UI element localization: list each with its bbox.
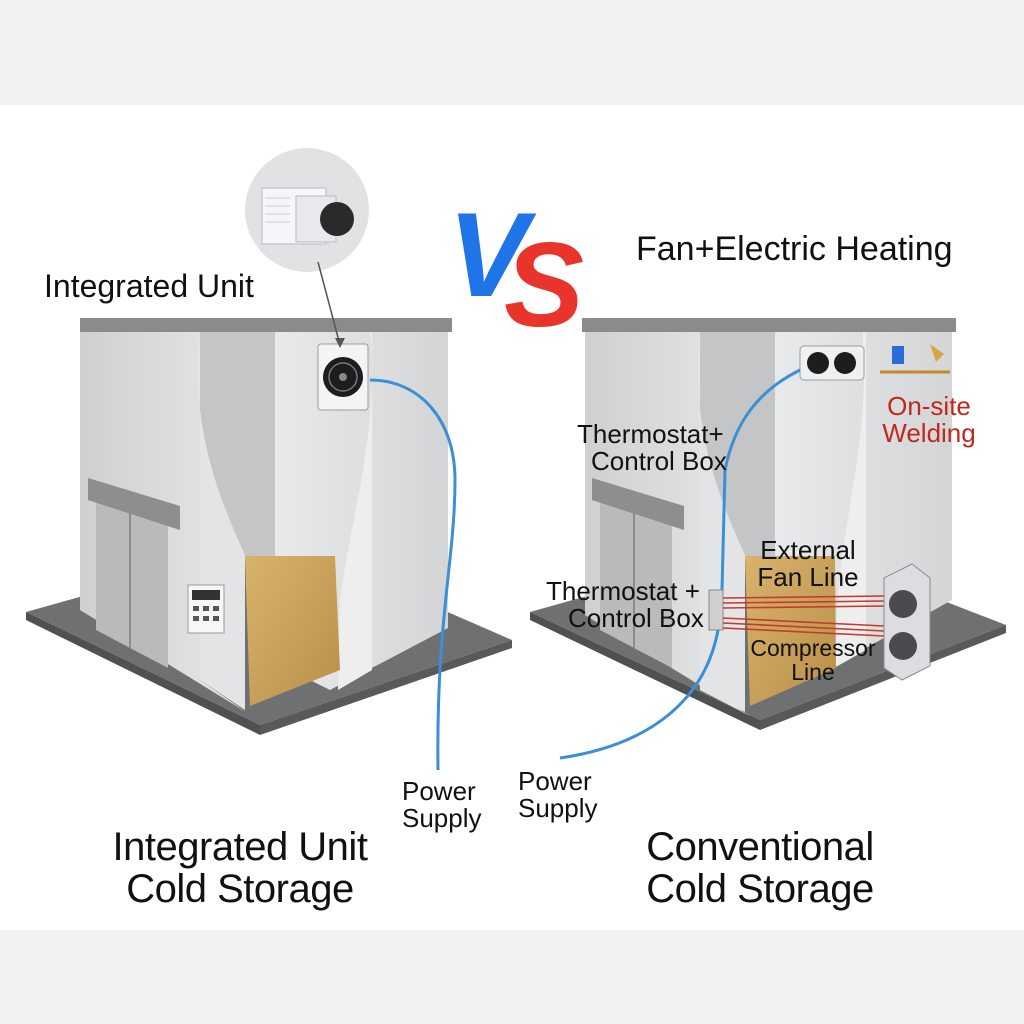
condensing-unit bbox=[883, 563, 931, 681]
inset-pointer bbox=[317, 261, 341, 346]
thermostat-mid-line2: Control Box bbox=[568, 603, 704, 634]
power-supply-right-label: Power Supply bbox=[518, 766, 598, 824]
thermostat-top-line2: Control Box bbox=[591, 446, 727, 477]
left-cutaway-panel-right bbox=[338, 330, 373, 690]
thermostat-mid-label: Thermostat + Control Box bbox=[546, 576, 704, 634]
compressor-line1: Compressor bbox=[750, 635, 876, 661]
caption-left-line2: Cold Storage bbox=[126, 867, 354, 911]
compressor-line-label: Compressor Line bbox=[748, 636, 878, 684]
caption-right-line2: Cold Storage bbox=[646, 867, 874, 911]
thermostat-top-label: Thermostat+ Control Box bbox=[577, 419, 727, 477]
compressor-line2: Line bbox=[791, 659, 835, 686]
on-site-welding-label: On-site Welding bbox=[880, 391, 978, 449]
welding-torch-icon bbox=[930, 344, 944, 362]
right-power-line bbox=[559, 629, 720, 760]
bottom-band bbox=[0, 930, 1024, 1024]
integrated-unit-label: Integrated Unit bbox=[44, 268, 254, 304]
left-inner-floor bbox=[245, 556, 340, 706]
right-roof bbox=[582, 318, 956, 332]
on-site-welding-line1: On-site bbox=[887, 391, 971, 421]
power-supply-left-label: Power Supply bbox=[402, 776, 482, 834]
thermostat-mid-line1: Thermostat + bbox=[546, 576, 700, 606]
right-thermostat-box bbox=[708, 589, 724, 631]
vs-letter-v: V bbox=[448, 188, 537, 322]
external-fan-line2: Fan Line bbox=[757, 562, 859, 593]
conventional-cold-storage-room bbox=[530, 318, 1006, 760]
integrated-cold-storage-room bbox=[26, 148, 512, 771]
power-right-line1: Power bbox=[518, 766, 592, 796]
right-door bbox=[600, 492, 672, 668]
thermostat-top-line1: Thermostat+ bbox=[577, 419, 724, 449]
power-left-line1: Power bbox=[402, 776, 476, 806]
left-roof bbox=[80, 318, 452, 332]
power-right-line2: Supply bbox=[518, 793, 598, 824]
power-left-line2: Supply bbox=[402, 803, 482, 834]
caption-conventional-cold-storage: Conventional Cold Storage bbox=[620, 826, 900, 910]
external-fan-line-label: External Fan Line bbox=[752, 535, 864, 593]
vs-logo: V S bbox=[448, 188, 584, 338]
left-door-header bbox=[88, 478, 180, 530]
left-power-line bbox=[369, 378, 457, 771]
external-fan-line1: External bbox=[760, 535, 856, 565]
top-band bbox=[0, 0, 1024, 105]
vs-letter-s: S bbox=[504, 218, 584, 338]
caption-right-line1: Conventional bbox=[646, 825, 874, 869]
expansion-valve bbox=[892, 346, 904, 364]
right-wire-bundle bbox=[722, 595, 885, 637]
on-site-welding-line2: Welding bbox=[882, 418, 976, 449]
right-refrigerant-pipe bbox=[720, 368, 801, 591]
left-door bbox=[96, 492, 168, 668]
caption-integrated-cold-storage: Integrated Unit Cold Storage bbox=[100, 826, 380, 910]
caption-left-line1: Integrated Unit bbox=[112, 825, 368, 869]
left-base-edge-right bbox=[260, 640, 512, 735]
left-base-edge bbox=[26, 612, 260, 735]
fan-electric-heating-label: Fan+Electric Heating bbox=[636, 230, 953, 268]
